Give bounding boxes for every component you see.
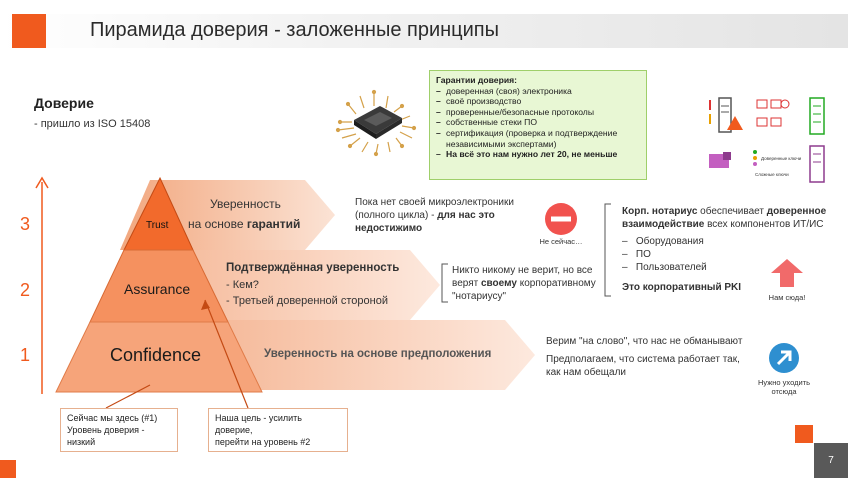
footer-square-left xyxy=(0,460,16,478)
pki-note: Это корпоративный PKI xyxy=(622,282,742,293)
assurance-band-item2: - Третьей доверенной стороной xyxy=(226,295,388,307)
notary-bracket xyxy=(604,203,611,297)
assurance-band-item1: - Кем? xyxy=(226,279,259,291)
footer-square-right xyxy=(795,425,813,443)
svg-text:Сложные ключи: Сложные ключи xyxy=(755,172,789,177)
guarantee-item: доверенная (своя) электроника xyxy=(436,86,640,97)
pyramid-confidence xyxy=(55,321,263,393)
microchip-icon xyxy=(335,89,417,157)
server-purple-icon xyxy=(809,145,825,183)
server-warning-icon xyxy=(709,97,743,133)
pyramid-trust-label: Trust xyxy=(146,220,169,231)
no-entry-icon xyxy=(545,203,577,235)
header-bar xyxy=(0,14,848,48)
confidence-note-2: Предполагаем, что система работает так, … xyxy=(546,354,740,378)
level-3-label: 3 xyxy=(20,214,31,234)
intro-heading: Доверие xyxy=(34,95,94,111)
goal-callout: Наша цель - усилить доверие, перейти на … xyxy=(208,408,348,452)
guarantee-item: проверенные/безопасные протоколы xyxy=(436,107,640,118)
pyramid-assurance-label: Assurance xyxy=(124,281,191,297)
confidence-note-1: Верим "на слово", что нас не обманывают xyxy=(546,336,743,347)
notary-items: – Оборудования – ПО – Пользователей xyxy=(622,235,762,274)
no-entry-caption: Не сейчас… xyxy=(539,237,583,246)
trust-band-line1: Уверенность xyxy=(210,197,281,211)
guarantee-item: сертификация (проверка и подтверждение н… xyxy=(436,128,640,149)
confidence-band-title: Уверенность на основе предположения xyxy=(264,348,492,360)
assurance-note: Никто никому не верит, но все верят свое… xyxy=(452,265,596,302)
page-number: 7 xyxy=(814,443,848,478)
notary-description: Корп. нотариус обеспечивает доверенное в… xyxy=(622,206,827,230)
server-green-icon xyxy=(809,97,825,135)
assurance-band-title: Подтверждённая уверенность xyxy=(226,262,400,274)
guarantee-final: На всё это нам нужно лет 20, не меньше xyxy=(436,149,640,160)
slide-title: Пирамида доверия - заложенные принципы xyxy=(90,19,500,41)
assurance-band xyxy=(150,250,440,320)
exit-arrow-icon xyxy=(769,343,799,373)
trust-band-line2: на основе гарантий xyxy=(188,217,301,231)
guarantees-box: Гарантии доверия: доверенная (своя) элек… xyxy=(429,70,647,180)
keys-icon: Доверенные ключи Сложные ключи xyxy=(753,150,802,177)
up-arrow-caption: Нам сюда! xyxy=(768,293,806,302)
notary-item: – ПО xyxy=(622,249,651,260)
up-arrow-icon xyxy=(771,259,803,287)
brand-square xyxy=(12,14,46,48)
trust-note: Пока нет своей микроэлектроники (полного… xyxy=(355,197,514,234)
intro-subtitle: - пришло из ISO 15408 xyxy=(34,118,151,130)
confidence-band xyxy=(200,320,535,390)
network-icon xyxy=(756,99,790,127)
pyramid-confidence-label: Confidence xyxy=(110,345,202,365)
infrastructure-icons: Доверенные ключи Сложные ключи xyxy=(709,97,825,183)
guarantees-title: Гарантии доверия: xyxy=(436,75,517,85)
level-2-label: 2 xyxy=(20,280,31,300)
wallet-icon xyxy=(709,152,731,168)
guarantee-item: своё производство xyxy=(436,96,640,107)
notary-item: – Оборудования xyxy=(622,236,704,247)
guarantees-list: доверенная (своя) электроника своё произ… xyxy=(436,86,640,160)
assurance-bracket xyxy=(441,263,448,303)
level-1-label: 1 xyxy=(20,345,31,365)
svg-text:Доверенные ключи: Доверенные ключи xyxy=(761,156,802,161)
guarantee-item: собственные стеки ПО xyxy=(436,117,640,128)
current-level-callout: Сейчас мы здесь (#1) Уровень доверия - н… xyxy=(60,408,178,452)
notary-item: – Пользователей xyxy=(622,262,707,273)
level-arrow xyxy=(35,176,49,394)
